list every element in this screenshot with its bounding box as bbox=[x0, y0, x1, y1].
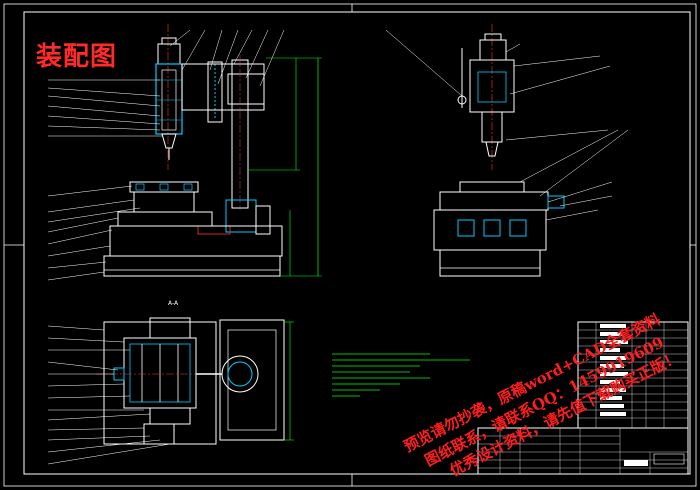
feed-rack bbox=[207, 61, 223, 123]
inner-border bbox=[23, 11, 691, 475]
side-motor-cap bbox=[484, 33, 502, 41]
worktable bbox=[129, 181, 199, 193]
parts-table-rows bbox=[578, 322, 688, 428]
side-table-mid bbox=[439, 191, 549, 211]
top-guide-upper bbox=[149, 317, 191, 339]
motor-housing bbox=[157, 43, 181, 65]
title-block bbox=[477, 427, 689, 475]
side-head-inner bbox=[477, 71, 507, 103]
table-slot-1 bbox=[135, 183, 145, 191]
outer-border bbox=[3, 3, 697, 487]
technical-notes bbox=[332, 353, 470, 397]
title-block-grid bbox=[478, 428, 688, 474]
column-cylinder bbox=[255, 205, 271, 235]
parts-table bbox=[577, 321, 689, 429]
base-lower bbox=[103, 255, 281, 277]
lead-screw bbox=[197, 225, 231, 235]
top-column-plate bbox=[219, 319, 285, 441]
column-clamp bbox=[225, 199, 257, 233]
side-view bbox=[385, 24, 629, 277]
cross-slide bbox=[117, 211, 213, 227]
top-column-plate-inner bbox=[227, 329, 277, 431]
side-base-upper bbox=[433, 209, 547, 251]
drawing-title: 装配图 bbox=[36, 42, 118, 72]
title-block-scale-cell bbox=[624, 460, 648, 466]
top-guide-lower bbox=[149, 407, 191, 425]
top-column-circle-outer bbox=[221, 355, 259, 393]
title-block-name-cell bbox=[653, 453, 685, 465]
table-slot-2 bbox=[159, 183, 169, 191]
section-label: A-A bbox=[168, 300, 179, 307]
top-handwheel bbox=[143, 423, 175, 445]
arm-block bbox=[227, 73, 265, 105]
side-motor bbox=[479, 39, 507, 61]
table-support bbox=[133, 191, 195, 213]
table-slot-3 bbox=[183, 183, 193, 191]
title-block-frame bbox=[477, 427, 689, 475]
spindle-head bbox=[155, 63, 183, 135]
front-view bbox=[47, 24, 322, 281]
side-table-top bbox=[459, 181, 525, 193]
side-chuck bbox=[485, 141, 499, 157]
front-leaders-left bbox=[47, 79, 162, 281]
side-box-3 bbox=[509, 219, 527, 237]
top-column-circle-inner bbox=[227, 361, 253, 387]
drill-chuck bbox=[161, 133, 177, 149]
side-box-1 bbox=[457, 219, 475, 237]
parts-table-text bbox=[600, 324, 628, 416]
side-box-2 bbox=[483, 219, 501, 237]
top-leaders bbox=[47, 325, 171, 465]
top-view bbox=[47, 317, 294, 465]
side-leaders bbox=[385, 29, 629, 221]
side-base-lower bbox=[439, 249, 541, 277]
front-leaders-top bbox=[169, 29, 285, 87]
